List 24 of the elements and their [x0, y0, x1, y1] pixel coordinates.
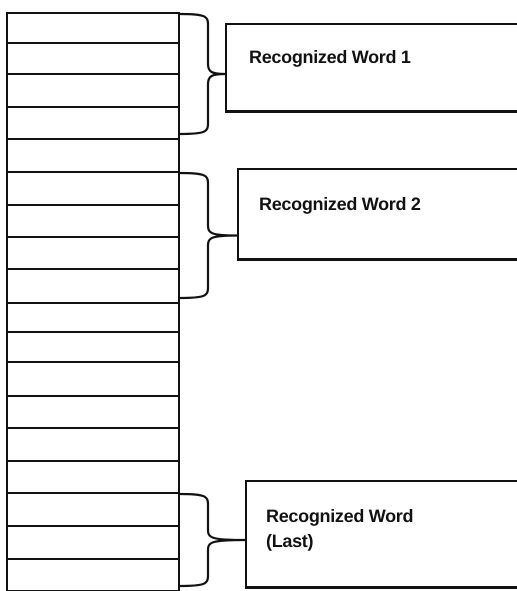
frame-row	[6, 106, 180, 140]
frame-row	[6, 492, 180, 527]
word-label: Recognized Word 1	[249, 46, 412, 69]
frame-row	[6, 138, 180, 173]
frame-row	[6, 42, 180, 75]
word-label: Recognized Word (Last)	[266, 505, 414, 554]
frame-row	[6, 171, 180, 206]
word-box	[225, 23, 517, 113]
frame-row	[6, 558, 180, 591]
word-box	[237, 168, 517, 261]
frame-row	[6, 73, 180, 108]
frame-row	[6, 236, 180, 270]
frame-row	[6, 204, 180, 238]
frame-row	[6, 525, 180, 560]
word-box	[245, 480, 517, 589]
frame-row	[6, 268, 180, 304]
frame-row	[6, 302, 180, 333]
frame-row	[6, 427, 180, 462]
frame-row	[6, 460, 180, 494]
frame-row	[6, 331, 180, 363]
frame-row	[6, 361, 180, 397]
frame-row	[6, 12, 180, 44]
frame-row	[6, 395, 180, 429]
word-label: Recognized Word 2	[259, 193, 422, 216]
